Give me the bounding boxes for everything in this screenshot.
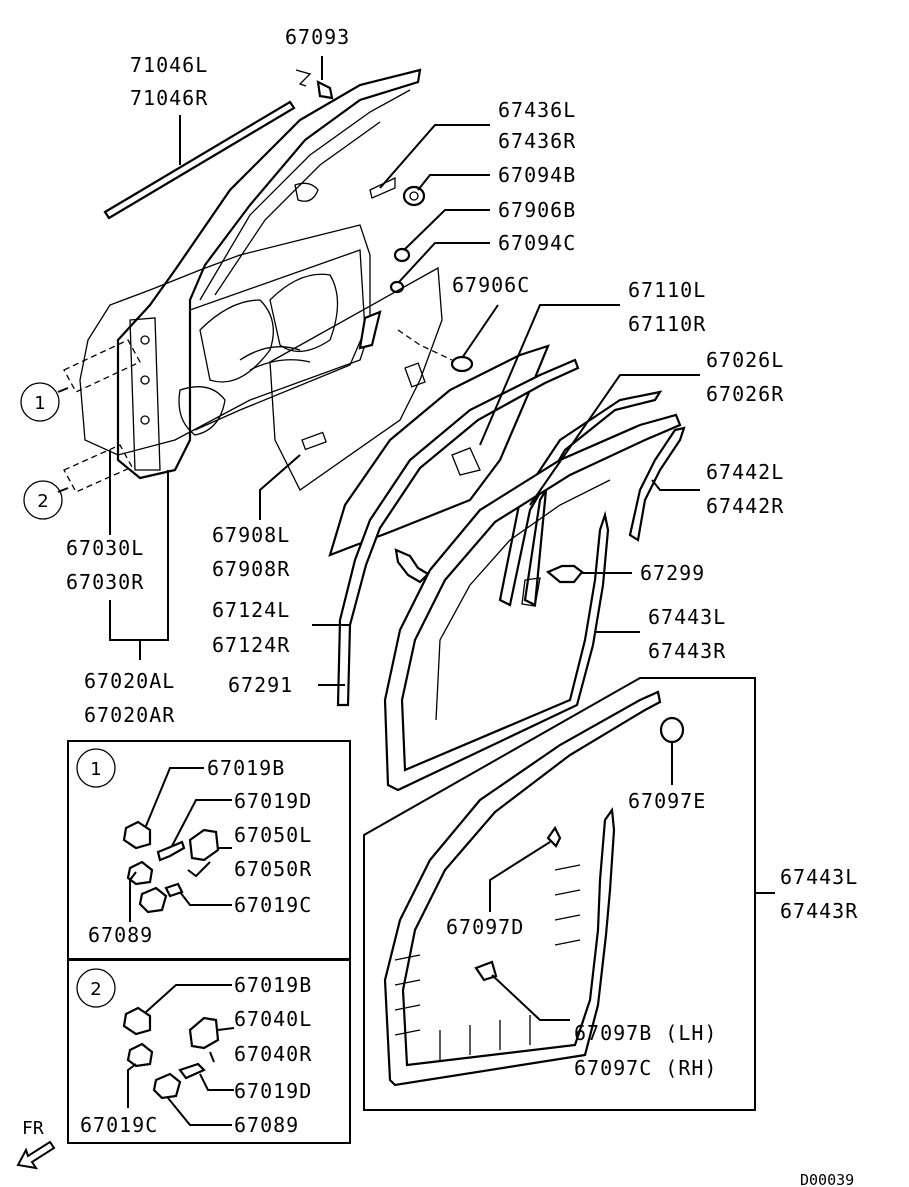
label-67124R: 67124R bbox=[212, 633, 290, 657]
label-d2-67040R: 67040R bbox=[234, 1042, 312, 1066]
label-67026L: 67026L bbox=[706, 348, 784, 372]
part-labels: 71046L 71046R 67093 67436L 67436R 67094B… bbox=[66, 25, 858, 1080]
label-67020AL: 67020AL bbox=[84, 669, 175, 693]
bolt-67291 bbox=[394, 548, 430, 584]
label-d2-67019C: 67019C bbox=[80, 1113, 158, 1137]
label-71046L: 71046L bbox=[130, 53, 208, 77]
label-67906B: 67906B bbox=[498, 198, 576, 222]
rear-channel bbox=[628, 426, 686, 542]
weatherstrip-inner bbox=[383, 413, 682, 792]
detail-1-number: 1 bbox=[90, 759, 101, 780]
label-67443R-upper: 67443R bbox=[648, 639, 726, 663]
label-67030L: 67030L bbox=[66, 536, 144, 560]
label-67094C: 67094C bbox=[498, 231, 576, 255]
label-67299: 67299 bbox=[640, 561, 705, 585]
label-d1-67050L: 67050L bbox=[234, 823, 312, 847]
label-67093: 67093 bbox=[285, 25, 350, 49]
label-67906C: 67906C bbox=[452, 273, 530, 297]
front-direction-label: FR bbox=[22, 1118, 44, 1139]
label-67020AR: 67020AR bbox=[84, 703, 175, 727]
label-67442R: 67442R bbox=[706, 494, 784, 518]
label-67030R: 67030R bbox=[66, 570, 144, 594]
label-67443R-lower: 67443R bbox=[780, 899, 858, 923]
label-67097D: 67097D bbox=[446, 915, 524, 939]
label-67124L: 67124L bbox=[212, 598, 290, 622]
weatherstrip-detail-box bbox=[363, 677, 756, 1111]
label-d1-67019B: 67019B bbox=[207, 756, 285, 780]
label-d1-67019C: 67019C bbox=[234, 893, 312, 917]
label-d2-67089: 67089 bbox=[234, 1113, 299, 1137]
detail-2-number: 2 bbox=[90, 979, 101, 1000]
label-67097B-LH: 67097B (LH) bbox=[574, 1021, 717, 1045]
label-d1-67019D: 67019D bbox=[234, 789, 312, 813]
callout-1-number: 1 bbox=[34, 393, 45, 414]
front-direction-indicator: FR bbox=[16, 1118, 56, 1170]
label-67908L: 67908L bbox=[212, 523, 290, 547]
glass-run-front bbox=[336, 358, 580, 707]
label-71046R: 71046R bbox=[130, 86, 208, 110]
label-d2-67019B: 67019B bbox=[234, 973, 312, 997]
detail-1-box: 1 67019B 67019D 67050L 67050R 67019C 670… bbox=[67, 740, 351, 960]
sealing-cover bbox=[269, 266, 453, 491]
label-67097C-RH: 67097C (RH) bbox=[574, 1056, 717, 1080]
label-67436R: 67436R bbox=[498, 129, 576, 153]
leader-lines bbox=[57, 56, 775, 1021]
label-67094B: 67094B bbox=[498, 163, 576, 187]
front-arrow-icon bbox=[16, 1140, 56, 1170]
callout-2: 2 bbox=[23, 480, 63, 520]
label-67110R: 67110R bbox=[628, 312, 706, 336]
label-67110L: 67110L bbox=[628, 278, 706, 302]
label-67097E: 67097E bbox=[628, 789, 706, 813]
drawing-code: D00039 bbox=[800, 1171, 854, 1187]
label-67443L-upper: 67443L bbox=[648, 605, 726, 629]
label-67908R: 67908R bbox=[212, 557, 290, 581]
label-d1-67050R: 67050R bbox=[234, 857, 312, 881]
door-panel-assembly bbox=[79, 68, 422, 480]
label-67436L: 67436L bbox=[498, 98, 576, 122]
label-67442L: 67442L bbox=[706, 460, 784, 484]
label-67443L-lower: 67443L bbox=[780, 865, 858, 889]
detail-2-box: 2 67019B 67040L 67040R 67019D 67019C 670… bbox=[67, 959, 351, 1144]
label-d2-67040L: 67040L bbox=[234, 1007, 312, 1031]
label-d2-67019D: 67019D bbox=[234, 1079, 312, 1103]
label-67026R: 67026R bbox=[706, 382, 784, 406]
label-67291: 67291 bbox=[228, 673, 293, 697]
callout-2-number: 2 bbox=[37, 491, 48, 512]
callout-1: 1 bbox=[20, 382, 60, 422]
label-d1-67089: 67089 bbox=[88, 923, 153, 947]
